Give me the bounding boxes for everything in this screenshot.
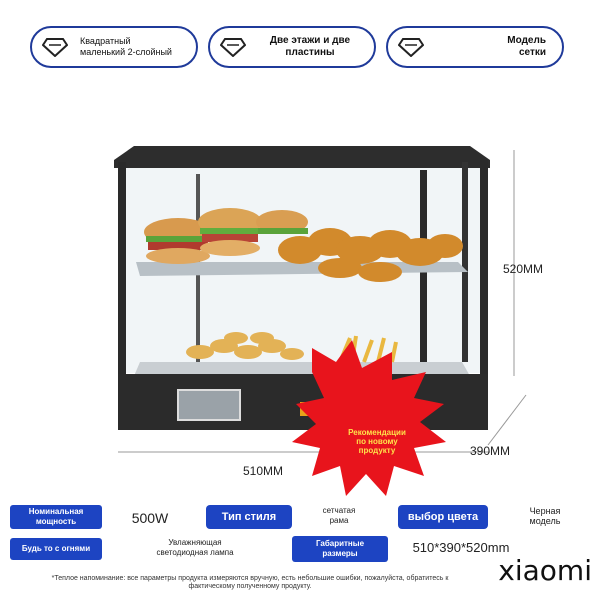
diamond-icon [220,38,246,57]
diamond-icon [398,38,424,57]
style-value: сетчатая рама [322,506,356,525]
burgers [144,208,308,264]
cabinet-top [114,146,490,168]
footnote: *Теплое напоминание: все параметры проду… [51,575,449,590]
frame-post-back [462,162,468,362]
style-button[interactable]: Тип стиля [206,505,292,529]
nuggets [186,332,304,360]
feature-text-1: Квадратный маленький 2-слойный [80,36,172,57]
feature-text-3: Модель сетки [507,35,546,58]
badge-text: Рекомендации по новому продукту [348,428,406,455]
feature-pill-3: Модель сетки [386,26,564,68]
height-dimension-label: 520MM [503,262,544,276]
diamond-icon [42,38,68,57]
depth-dimension-line [487,394,527,446]
power-value: 500W [131,510,169,526]
brand-logo: xiaomi [498,554,592,587]
size-label: Габаритные размеры [292,536,388,562]
power-label: Номинальная мощность [10,505,102,529]
food-warmer-display-image [114,146,527,496]
light-value: Увлажняющая светодиодная лампа [156,538,234,557]
frame-post-left [118,162,126,422]
frame-post-right [420,170,427,420]
size-value: 510*390*520mm [412,540,510,555]
color-button[interactable]: выбор цвета [398,505,488,529]
width-dimension-label: 510MM [243,464,284,478]
depth-dimension-label: 390MM [470,444,511,458]
frame-post-far-right [480,160,488,410]
fried-chicken [278,228,463,282]
feature-pill-1: Квадратный маленький 2-слойный [30,26,198,68]
light-label: Будь то с огнями [10,538,102,560]
color-value: Черная модель [529,506,561,526]
drawer-handle [177,389,241,421]
feature-text-2: Две этажи и две пластины [269,35,351,58]
recommendation-badge [292,340,446,496]
feature-pill-2: Две этажи и две пластины [208,26,376,68]
